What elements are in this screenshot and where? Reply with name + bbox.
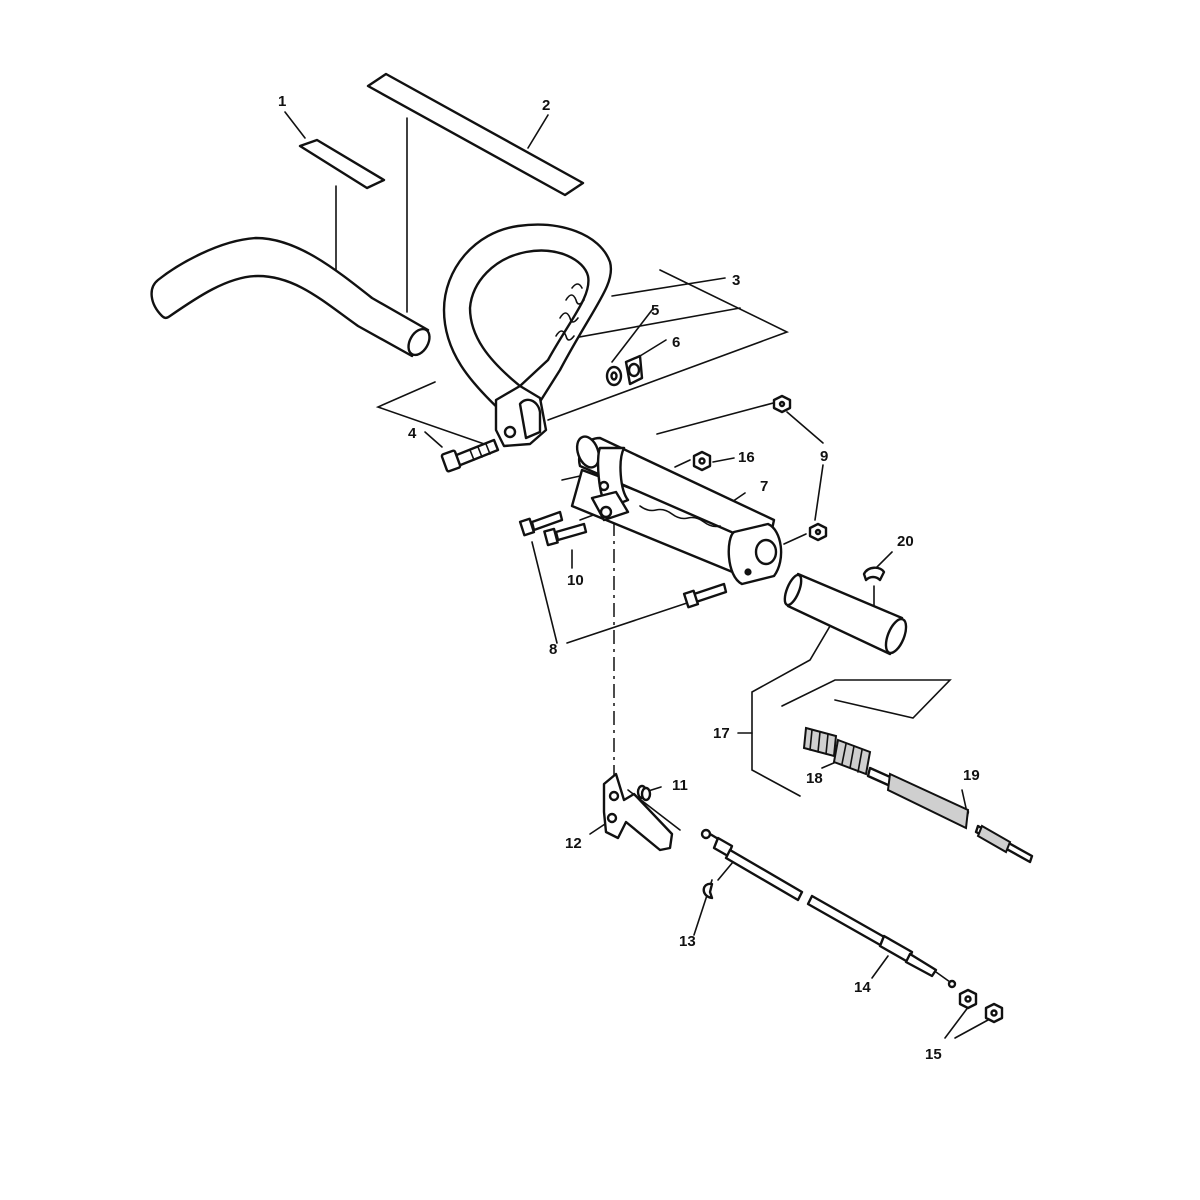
hex-nut-mid	[692, 450, 712, 472]
callout-5: 5	[651, 302, 659, 319]
handle-bolt	[440, 438, 500, 473]
callout-2: 2	[542, 97, 550, 114]
callout-15: 15	[925, 1046, 942, 1063]
hex-nuts-upper	[772, 394, 828, 542]
throttle-handle	[570, 435, 783, 586]
callout-9: 9	[820, 448, 828, 465]
callout-18: 18	[806, 770, 823, 787]
callout-13: 13	[679, 933, 696, 950]
callout-labels: 1 2 3 4 5 6 7 8 9 10 11 12 13 14 15 16 1…	[278, 93, 980, 1063]
loop-handle	[442, 223, 613, 448]
callout-16: 16	[738, 449, 755, 466]
throttle-lever	[602, 772, 681, 852]
screws	[518, 510, 728, 609]
washer	[605, 365, 623, 387]
callout-11: 11	[672, 777, 688, 794]
callout-8: 8	[549, 641, 557, 658]
callout-12: 12	[565, 835, 582, 852]
throttle-cable	[700, 828, 957, 989]
decal-large	[366, 72, 585, 197]
callout-1: 1	[278, 93, 286, 110]
callout-19: 19	[963, 767, 980, 784]
tube-sleeve	[783, 572, 908, 656]
callout-20: 20	[897, 533, 914, 550]
drive-shaft	[866, 766, 1034, 864]
shaft-tube	[150, 236, 431, 358]
screw-small	[543, 522, 588, 547]
e-clip	[702, 882, 714, 900]
callout-10: 10	[567, 572, 584, 589]
callout-6: 6	[672, 334, 680, 351]
callout-4: 4	[408, 425, 417, 442]
callout-7: 7	[760, 478, 768, 495]
couplers	[802, 726, 872, 776]
callout-14: 14	[854, 979, 871, 996]
decal-small	[298, 138, 386, 190]
spring	[636, 784, 652, 802]
cable-nuts	[958, 988, 1004, 1024]
wing-nut	[624, 354, 644, 386]
key-clip	[862, 566, 886, 582]
callout-17: 17	[713, 725, 730, 742]
callout-3: 3	[732, 272, 740, 289]
